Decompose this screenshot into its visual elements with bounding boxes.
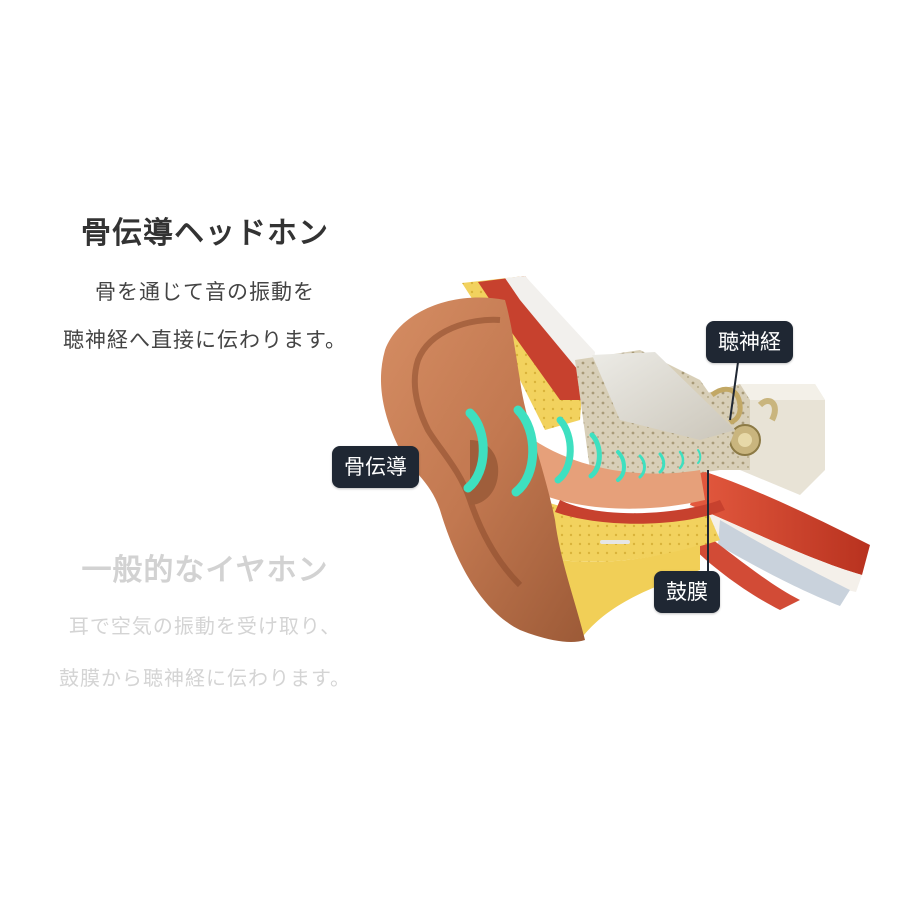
nerve-leader-line	[729, 361, 739, 421]
nerve-bundle	[685, 470, 870, 610]
bone-conduction-label: 骨伝導	[332, 446, 419, 488]
ear-canal	[520, 430, 725, 640]
eardrum-label: 鼓膜	[654, 571, 720, 613]
normal-earphone-description: 耳で空気の振動を受け取り、 鼓膜から聴神経に伝わります。	[0, 600, 410, 704]
auditory-nerve-label: 聴神経	[706, 321, 793, 363]
bone-conduction-title: 骨伝導ヘッドホン	[81, 216, 329, 251]
bone-conduction-line-1: 骨を通じて音の振動を	[95, 280, 315, 304]
normal-earphone-line-1: 耳で空気の振動を受け取り、	[68, 614, 342, 638]
normal-earphone-title: 一般的なイヤホン	[81, 553, 329, 588]
normal-earphone-line-2: 鼓膜から聴神経に伝わります。	[59, 666, 351, 690]
vibration-waves	[463, 405, 702, 497]
bone-conduction-line-2: 聴神経へ直接に伝わります。	[63, 328, 347, 352]
bone-conduction-description: 骨を通じて音の振動を 聴神経へ直接に伝わります。	[0, 268, 410, 364]
